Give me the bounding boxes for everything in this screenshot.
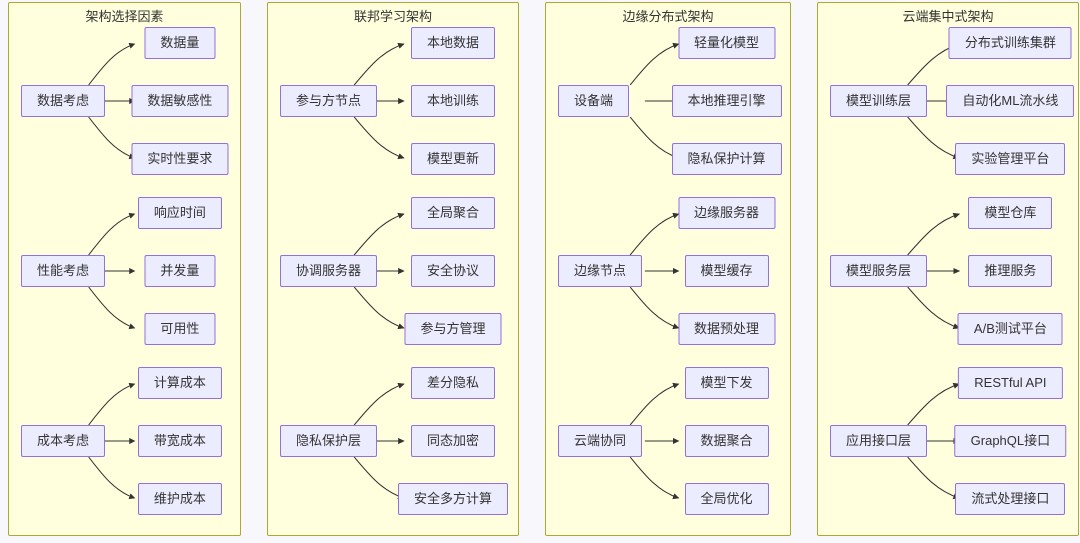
edge-arrows [88,212,136,330]
parent-node: 设备端 [558,85,630,117]
parent-node: 参与方节点 [280,85,378,117]
child-node: 分布式训练集群 [948,27,1072,59]
child-node: 数据预处理 [678,313,776,345]
child-node: 推理服务 [968,255,1053,287]
child-node: 隐私保护计算 [671,143,782,175]
edge-arrows [907,212,961,330]
parent-node: 边缘节点 [558,255,643,287]
mindmap-group: 成本考虑 计算成本 带宽成本 维护成本 [9,363,240,533]
parent-node: 隐私保护层 [280,425,378,457]
child-node: RESTful API [958,367,1063,399]
edge-arrows [88,382,136,500]
mindmap-group: 应用接口层 RESTful API GraphQL接口 流式处理接口 [818,363,1078,533]
mindmap-group: 参与方节点 本地数据 本地训练 模型更新 [268,23,518,193]
panel-federated-learning: 联邦学习架构 参与方节点 本地数据 本地训练 模型更新 协调服务器 全局聚合 安… [267,2,519,536]
child-node: 安全多方计算 [397,483,509,515]
panel-title: 联邦学习架构 [353,9,432,24]
child-node: 流式处理接口 [955,483,1066,515]
edge-top [629,42,680,86]
edge-bottom [907,286,961,330]
edge-bottom [629,286,680,330]
panel-cloud-centralized: 云端集中式架构 模型训练层 分布式训练集群 自动化ML流水线 实验管理平台 模型… [817,2,1079,536]
child-node: 响应时间 [137,197,222,229]
panel-title: 云端集中式架构 [902,9,994,24]
edge-bottom [88,456,136,500]
parent-node: 成本考虑 [21,425,106,457]
child-node: 维护成本 [137,483,222,515]
edge-arrows [907,382,961,500]
child-node: 全局聚合 [410,197,496,229]
child-node: 实验管理平台 [955,143,1066,175]
child-node: 全局优化 [684,483,769,515]
child-node: 数据敏感性 [131,85,229,117]
panel-edge-distributed: 边缘分布式架构 设备端 轻量化模型 本地推理引擎 隐私保护计算 边缘节点 边缘服… [545,2,791,536]
edge-top [907,382,961,426]
mindmap-group: 协调服务器 全局聚合 安全协议 参与方管理 [268,193,518,363]
child-node: 模型仓库 [968,197,1053,229]
mindmap-group: 云端协同 模型下发 数据聚合 全局优化 [546,363,790,533]
edge-top [907,212,961,256]
child-node: 模型下发 [684,367,769,399]
child-node: 并发量 [144,255,216,287]
edge-bottom [907,456,961,500]
edge-bottom [353,116,405,160]
mindmap-group: 边缘节点 边缘服务器 模型缓存 数据预处理 [546,193,790,363]
edge-top [629,382,680,426]
parent-node: 协调服务器 [280,255,378,287]
child-node: 同态加密 [410,425,496,457]
mindmap-group: 设备端 轻量化模型 本地推理引擎 隐私保护计算 [546,23,790,193]
edge-top [629,212,680,256]
mindmap-group: 数据考虑 数据量 数据敏感性 实时性要求 [9,23,240,193]
edge-top [88,382,136,426]
child-node: 本地数据 [410,27,496,59]
edge-bottom [353,456,405,500]
panel-title: 边缘分布式架构 [622,9,714,24]
edge-bottom [353,286,405,330]
edge-top [88,212,136,256]
edge-top [88,42,136,86]
parent-node: 数据考虑 [21,85,106,117]
panel-title: 架构选择因素 [85,9,164,24]
child-node: 轻量化模型 [678,27,776,59]
child-node: 数据量 [144,27,216,59]
child-node: 模型更新 [410,143,496,175]
mindmap-group: 模型服务层 模型仓库 推理服务 A/B测试平台 [818,193,1078,363]
child-node: 本地训练 [410,85,496,117]
child-node: 差分隐私 [410,367,496,399]
panel-architecture-selection-factors: 架构选择因素 数据考虑 数据量 数据敏感性 实时性要求 性能考虑 响应时间 并发… [8,2,241,536]
child-node: 带宽成本 [137,425,222,457]
child-node: 自动化ML流水线 [946,85,1075,117]
child-node: 安全协议 [410,255,496,287]
mindmap-group: 模型训练层 分布式训练集群 自动化ML流水线 实验管理平台 [818,23,1078,193]
edge-top [353,382,405,426]
edge-arrows [629,212,680,330]
child-node: 实时性要求 [131,143,229,175]
child-node: 参与方管理 [404,313,502,345]
mindmap-group: 隐私保护层 差分隐私 同态加密 安全多方计算 [268,363,518,533]
child-node: 本地推理引擎 [671,85,782,117]
edge-arrows [88,42,136,160]
parent-node: 云端协同 [558,425,643,457]
parent-node: 模型训练层 [830,85,928,117]
edge-bottom [88,286,136,330]
edge-arrows [629,382,680,500]
edge-top [353,212,405,256]
child-node: 边缘服务器 [678,197,776,229]
child-node: 可用性 [144,313,216,345]
parent-node: 应用接口层 [830,425,928,457]
parent-node: 性能考虑 [21,255,106,287]
child-node: 模型缓存 [684,255,769,287]
parent-node: 模型服务层 [830,255,928,287]
edge-bottom [907,116,961,160]
child-node: A/B测试平台 [957,313,1063,345]
child-node: 计算成本 [137,367,222,399]
edge-top [353,42,405,86]
mindmap-group: 性能考虑 响应时间 并发量 可用性 [9,193,240,363]
edge-bottom [629,456,680,500]
child-node: GraphQL接口 [954,425,1067,457]
child-node: 数据聚合 [684,425,769,457]
edge-bottom [88,116,136,160]
